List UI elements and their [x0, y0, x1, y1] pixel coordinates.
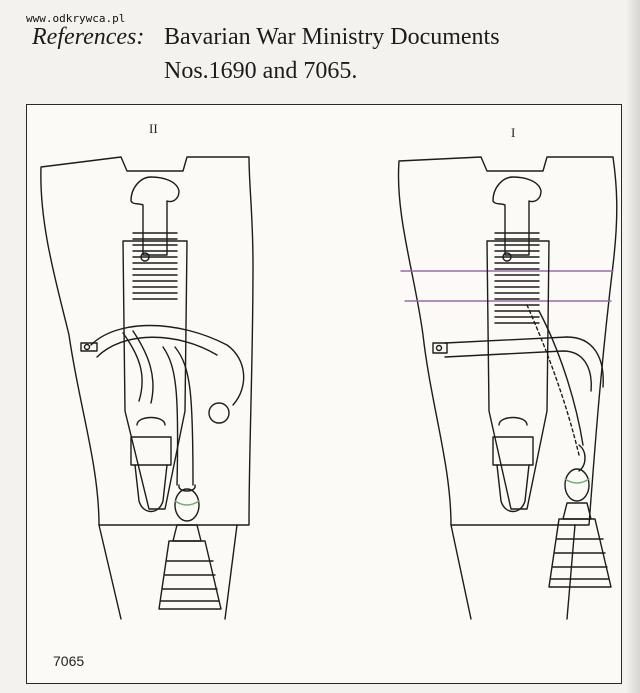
references-line-2: Nos.1690 and 7065.	[164, 58, 358, 84]
illustration-plate: II I 7065	[26, 104, 622, 684]
plate-number: 7065	[53, 653, 85, 669]
left-figure-label: II	[149, 121, 158, 136]
page-edge-shadow	[626, 0, 640, 693]
watermark-text: www.odkrywca.pl	[26, 12, 126, 25]
references-label: References:	[32, 24, 145, 50]
references-line-1: Bavarian War Ministry Documents	[164, 24, 500, 50]
right-figure-label: I	[511, 125, 516, 140]
right-frog-drawing	[397, 156, 618, 620]
frog-drawings	[40, 156, 618, 620]
left-frog-drawing	[40, 156, 254, 620]
